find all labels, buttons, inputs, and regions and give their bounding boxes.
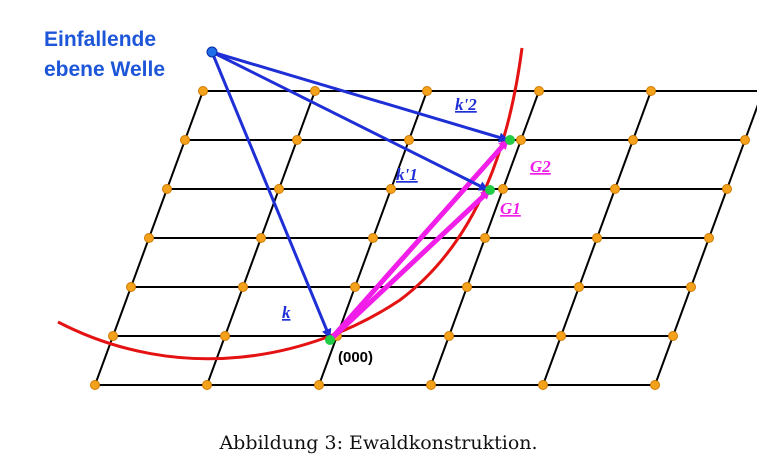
lattice-point: [198, 86, 208, 96]
lattice-point: [202, 380, 212, 390]
lattice-point: [350, 282, 360, 292]
lattice-point: [422, 86, 432, 96]
lattice-point: [368, 233, 378, 243]
lattice-point: [162, 184, 172, 194]
lattice-point: [722, 184, 732, 194]
lattice-point: [220, 331, 230, 341]
lattice-point: [90, 380, 100, 390]
wave-source-point: [206, 46, 218, 58]
lattice-point: [668, 331, 678, 341]
lattice-point: [462, 282, 472, 292]
k1-vector: [211, 50, 489, 192]
lattice-point: [686, 282, 696, 292]
lattice-point: [274, 184, 284, 194]
lattice-point: [108, 331, 118, 341]
reciprocal-lattice-grid: [94, 90, 757, 386]
lattice-point: [650, 380, 660, 390]
lattice-point: [480, 233, 490, 243]
lattice-point: [256, 233, 266, 243]
lattice-point: [180, 135, 190, 145]
g2-point: [505, 135, 515, 145]
lattice-point: [238, 282, 248, 292]
lattice-point: [574, 282, 584, 292]
lattice-point: [314, 380, 324, 390]
incident-wave-label-line2: ebene Welle: [44, 58, 165, 81]
lattice-point: [292, 135, 302, 145]
k2-vector: [211, 50, 509, 143]
g2-label: G2: [530, 157, 551, 176]
lattice-point: [444, 331, 454, 341]
figure-caption: Abbildung 3: Ewaldkonstruktion.: [219, 432, 538, 454]
g1-point: [485, 185, 495, 195]
g1-vector: [328, 188, 492, 342]
incident-wave-label-line1: Einfallende: [44, 28, 156, 51]
g2-vector: [328, 138, 510, 342]
k-label: k: [282, 303, 291, 322]
lattice-point: [516, 135, 526, 145]
lattice-point: [310, 86, 320, 96]
lattice-point: [426, 380, 436, 390]
lattice-point: [538, 380, 548, 390]
g1-label: G1: [500, 199, 521, 218]
k2-label: k'2: [455, 95, 477, 114]
origin-point: [325, 335, 335, 345]
lattice-point: [126, 282, 136, 292]
lattice-point: [386, 184, 396, 194]
lattice-point: [144, 233, 154, 243]
lattice-point: [610, 184, 620, 194]
k1-label: k'1: [396, 165, 418, 184]
lattice-point: [534, 86, 544, 96]
lattice-point: [740, 135, 750, 145]
lattice-point: [404, 135, 414, 145]
lattice-point: [556, 331, 566, 341]
lattice-point: [498, 184, 508, 194]
lattice-point: [592, 233, 602, 243]
lattice-point: [704, 233, 714, 243]
lattice-point: [646, 86, 656, 96]
k-vector: [210, 51, 332, 339]
lattice-point: [628, 135, 638, 145]
origin-label: (000): [338, 349, 373, 366]
